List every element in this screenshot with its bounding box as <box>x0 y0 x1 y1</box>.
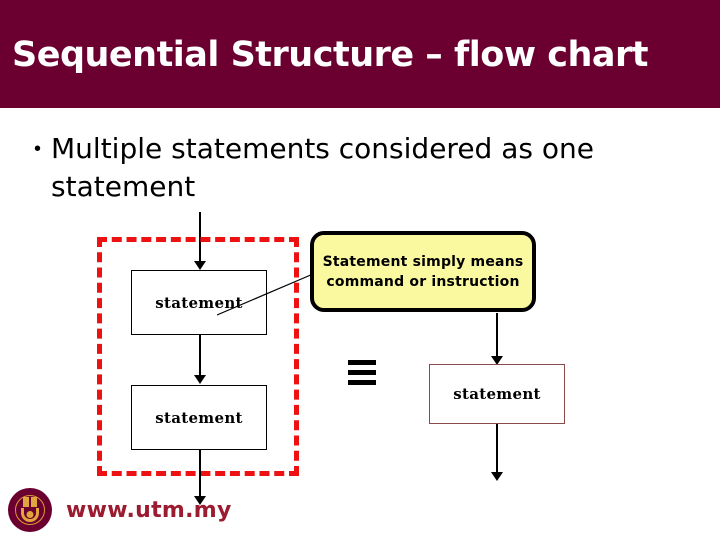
bullet-marker-icon: • <box>34 138 42 160</box>
flow-arrowhead-top <box>194 261 206 270</box>
callout-note: Statement simply means command or instru… <box>310 231 536 312</box>
flowchart-box-label: statement <box>453 385 541 403</box>
equivalence-icon <box>348 360 376 385</box>
equivalence-bar <box>348 370 376 375</box>
title-bar <box>0 0 720 108</box>
flow-arrow-line-right-bottom <box>496 424 498 474</box>
flow-arrowhead-right-bottom <box>491 472 503 481</box>
logo-cup <box>21 508 39 522</box>
callout-note-line-2: command or instruction <box>326 273 520 290</box>
flow-arrow-line-right-top <box>496 313 498 358</box>
flowchart-box-label: statement <box>155 408 243 427</box>
flowchart-box-label: statement <box>155 293 243 312</box>
flowchart-box-statement-1: statement <box>131 270 267 335</box>
logo-crest <box>23 497 37 507</box>
footer-url-label: www.utm.my <box>66 497 232 523</box>
footer: www.utm.my <box>8 488 232 532</box>
flow-arrowhead-right-top <box>491 356 503 365</box>
logo-ring <box>15 495 45 525</box>
page-title: Sequential Structure – flow chart <box>12 35 649 75</box>
logo-dot <box>26 511 34 518</box>
flow-arrow-line-mid <box>199 335 201 376</box>
dashed-grouping-rectangle <box>97 237 299 476</box>
equivalence-bar <box>348 360 376 365</box>
flowchart-box-statement-2: statement <box>131 385 267 450</box>
flow-arrow-line-bottom <box>199 450 201 498</box>
flow-arrowhead-mid <box>194 375 206 384</box>
list-item: • Multiple statements considered as one … <box>34 130 654 206</box>
equivalence-bar <box>348 380 376 385</box>
bullet-list: • Multiple statements considered as one … <box>34 130 654 206</box>
callout-note-line-1: Statement simply means <box>322 253 524 270</box>
flow-arrowhead-bottom <box>194 496 206 505</box>
bullet-item-label: Multiple statements considered as one st… <box>51 132 594 203</box>
utm-logo-icon <box>8 488 52 532</box>
flowchart-box-statement-3: statement <box>429 364 565 424</box>
